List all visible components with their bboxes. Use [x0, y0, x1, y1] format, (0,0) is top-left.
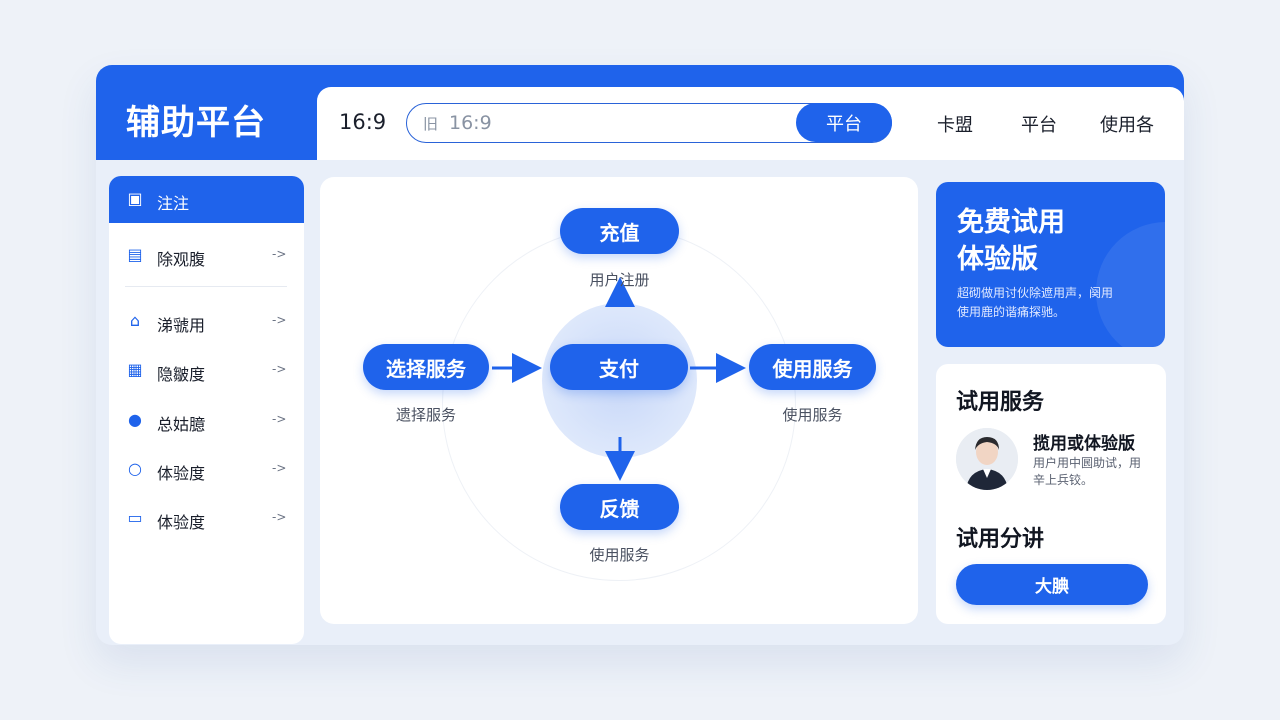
- promo-title-line-2: 体验版: [957, 244, 1038, 275]
- search-button[interactable]: 平台: [796, 103, 892, 142]
- user-desc-line-2: 辛上兵铰。: [1033, 473, 1094, 487]
- app-window: 辅助平台 16:9 旧 平台 卡盟 平台 使用各 ▣ 注注 ▤ 除观腹 -> ⌂…: [96, 65, 1184, 645]
- promo-desc-line-1: 超砌做用讨伙除遮用声，阕用: [957, 286, 1114, 300]
- header-bar: 16:9 旧 平台 卡盟 平台 使用各: [317, 87, 1184, 160]
- promo-title: 免费试用 体验版: [957, 204, 1065, 278]
- flow-caption-right: 使用服务: [782, 406, 843, 424]
- person-icon: [956, 428, 1018, 490]
- promo-description: 超砌做用讨伙除遮用声，阕用 使用鹿的谐痛探驰。: [957, 284, 1157, 322]
- search-icon: 旧: [423, 115, 439, 133]
- user-name: 揽用或体验版: [1033, 434, 1135, 454]
- promo-card[interactable]: 免费试用 体验版 超砌做用讨伙除遮用声，阕用 使用鹿的谐痛探驰。: [936, 182, 1165, 347]
- flow-caption-top: 用户注册: [589, 271, 650, 289]
- flow-caption-left: 遗择服务: [395, 406, 456, 424]
- sidebar: ▣ 注注 ▤ 除观腹 -> ⌂ 涕虢用 -> ▦ 隐皺度 -> ● 总姑臆 ->…: [109, 176, 304, 644]
- chevron-right-icon: ->: [272, 461, 287, 475]
- primary-action-button[interactable]: 大腆: [956, 564, 1148, 605]
- flow-caption-bottom: 使用服务: [589, 546, 650, 564]
- sidebar-item-label: 总姑臆: [157, 415, 206, 434]
- chevron-right-icon: ->: [272, 362, 287, 376]
- flow-node-top[interactable]: 充值: [560, 208, 679, 254]
- calendar-icon: ▤: [127, 245, 143, 264]
- chevron-right-icon: ->: [272, 313, 287, 327]
- nav-item-3[interactable]: 使用各: [1100, 115, 1154, 136]
- promo-title-line-1: 免费试用: [957, 207, 1065, 238]
- sidebar-item-label: 体验度: [157, 513, 206, 532]
- sidebar-item-label: 注注: [157, 194, 190, 213]
- panel-title: 试用服务: [956, 390, 1045, 415]
- trial-panel: 试用服务 揽用或体验版 用户用中囻助试，用 辛上兵铰。 试用分讲 大腆: [936, 364, 1166, 624]
- location-pin-icon: ●: [128, 410, 142, 429]
- nav-item-1[interactable]: 卡盟: [937, 115, 973, 136]
- sidebar-item-active[interactable]: ▣ 注注: [109, 176, 304, 223]
- sidebar-item-label: 涕虢用: [157, 316, 206, 335]
- sidebar-item-label: 隐皺度: [157, 365, 206, 384]
- user-description: 用户用中囻助试，用 辛上兵铰。: [1033, 455, 1161, 489]
- sidebar-divider: [125, 286, 287, 287]
- sidebar-item-6[interactable]: ○ 体验度 ->: [109, 450, 304, 490]
- flow-arrows: [492, 277, 746, 481]
- chevron-right-icon: ->: [272, 510, 287, 524]
- search-box[interactable]: 旧 平台: [406, 103, 892, 143]
- card-icon: ▭: [127, 508, 143, 527]
- checklist-icon: ▣: [127, 189, 143, 208]
- brand-title: 辅助平台: [126, 103, 266, 143]
- nav-item-2[interactable]: 平台: [1021, 115, 1057, 136]
- location-outline-icon: ○: [128, 459, 142, 478]
- sidebar-item-3[interactable]: ⌂ 涕虢用 ->: [109, 302, 304, 342]
- user-desc-line-1: 用户用中囻助试，用: [1033, 456, 1142, 470]
- sidebar-item-label: 除观腹: [157, 250, 206, 269]
- sidebar-item-label: 体验度: [157, 464, 206, 483]
- sidebar-item-7[interactable]: ▭ 体验度 ->: [109, 499, 304, 539]
- flow-canvas: 充值 用户注册 选择服务 遗择服务 支付 使用服务 使用服务 反馈 使用服务: [320, 177, 918, 624]
- document-icon: ▦: [127, 360, 143, 379]
- flow-node-center[interactable]: 支付: [550, 344, 688, 390]
- flow-node-left[interactable]: 选择服务: [363, 344, 489, 390]
- search-input[interactable]: [449, 108, 749, 138]
- chevron-right-icon: ->: [272, 247, 287, 261]
- sidebar-item-2[interactable]: ▤ 除观腹 ->: [109, 236, 304, 276]
- promo-desc-line-2: 使用鹿的谐痛探驰。: [957, 305, 1066, 319]
- sidebar-item-5[interactable]: ● 总姑臆 ->: [109, 401, 304, 441]
- avatar: [956, 428, 1018, 490]
- chevron-right-icon: ->: [272, 412, 287, 426]
- section-title: 试用分讲: [956, 527, 1045, 552]
- flow-node-bottom[interactable]: 反馈: [560, 484, 679, 530]
- sidebar-item-4[interactable]: ▦ 隐皺度 ->: [109, 351, 304, 391]
- flow-node-right[interactable]: 使用服务: [749, 344, 876, 390]
- home-icon: ⌂: [129, 311, 141, 330]
- ratio-label: 16:9: [339, 110, 387, 134]
